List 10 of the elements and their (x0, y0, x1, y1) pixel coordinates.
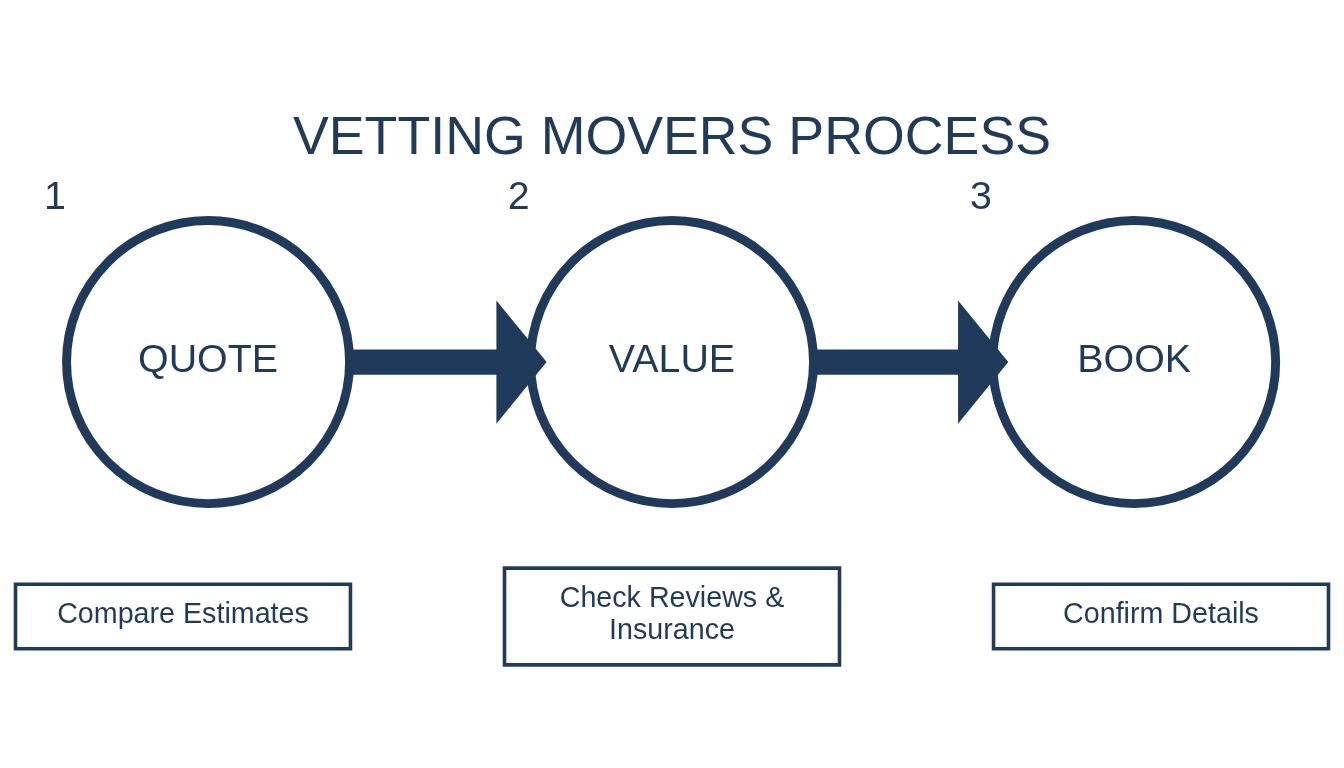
node-box: Compare Estimates (13, 581, 353, 650)
node-label: 3 (970, 172, 992, 217)
node-box: Check Reviews & Insurance (502, 565, 842, 667)
node-label: 1 (43, 172, 66, 217)
node-circle: QUOTE (62, 215, 355, 508)
node-circle: VALUE (526, 215, 818, 508)
node-circle: BOOK (988, 215, 1281, 508)
node-box: Confirm Details (991, 581, 1331, 650)
diagram-title: VETTING MOVERS PROCESS (292, 104, 1052, 165)
node-label: 2 (507, 172, 530, 217)
